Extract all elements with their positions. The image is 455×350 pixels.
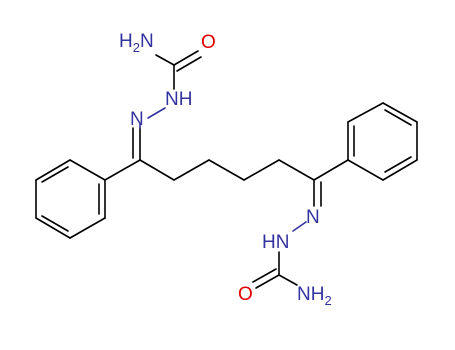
top-imine-nitrogen-label: N bbox=[130, 109, 144, 130]
top-amine-label: H2N bbox=[119, 31, 154, 55]
carbon-chain bbox=[104, 159, 349, 181]
right-phenyl-ring bbox=[347, 102, 418, 181]
bottom-oxygen-label: O bbox=[238, 284, 253, 305]
bottom-semicarbazone-group bbox=[252, 179, 322, 289]
top-nh-label: NH bbox=[165, 89, 192, 110]
left-phenyl-ring bbox=[35, 159, 106, 239]
top-semicarbazone-group bbox=[132, 50, 202, 161]
top-oxygen-label: O bbox=[201, 32, 216, 53]
bottom-imine-nitrogen-label: N bbox=[306, 207, 320, 228]
bottom-amine-label: NH2 bbox=[297, 284, 332, 308]
bottom-nh-label: HN bbox=[262, 232, 289, 253]
